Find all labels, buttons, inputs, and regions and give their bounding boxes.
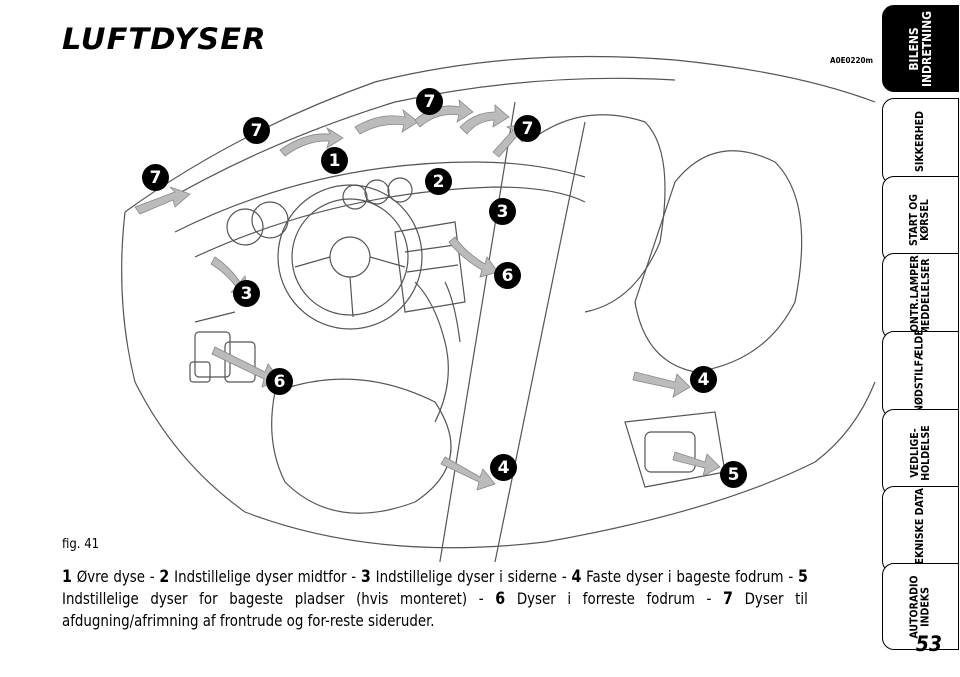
tab-label: KONTR.LAMPER MEDDELELSER [908, 254, 932, 339]
callout-3b: 3 [233, 280, 260, 307]
tab-label: TEKNISKE DATA [914, 488, 927, 571]
tab-start-og-korsel[interactable]: START OG KØRSEL [882, 176, 959, 263]
tab-bilens-indretning[interactable]: BILENS INDRETNING [882, 5, 959, 92]
callout-1: 1 [321, 147, 348, 174]
callout-5: 5 [720, 461, 747, 488]
tab-vedligeholdelse[interactable]: VEDLIGE- HOLDELSE [882, 409, 959, 496]
caption-num: 2 [159, 567, 170, 587]
tab-label: I NØDSTILFÆLDE [914, 329, 927, 420]
callout-7b: 7 [243, 117, 270, 144]
callout-3a: 3 [489, 198, 516, 225]
caption-num: 4 [571, 567, 582, 587]
caption-text: Indstillelige dyser i siderne - [370, 567, 572, 586]
callout-7a: 7 [142, 164, 169, 191]
callout-7c: 7 [416, 88, 443, 115]
caption-text: Øvre dyse - [71, 567, 160, 586]
caption-num: 5 [797, 567, 808, 587]
callout-7d: 7 [514, 115, 541, 142]
tab-label: VEDLIGE- HOLDELSE [908, 424, 932, 481]
tab-autoradio-indeks[interactable]: AUTORADIO INDEKS [882, 563, 959, 650]
tab-tekniske-data[interactable]: TEKNISKE DATA [882, 486, 959, 573]
callout-4a: 4 [690, 366, 717, 393]
caption: 1 Øvre dyse - 2 Indstillelige dyser midt… [62, 566, 808, 631]
callout-6a: 6 [494, 262, 521, 289]
caption-text: Indstillelige dyser midtfor - [169, 567, 361, 586]
caption-text: Faste dyser i bageste fodrum - [581, 567, 798, 586]
tab-label: START OG KØRSEL [908, 193, 932, 246]
tab-kontrollamper[interactable]: KONTR.LAMPER MEDDELELSER [882, 253, 959, 340]
page-number: 53 [915, 632, 942, 656]
tab-sikkerhed[interactable]: SIKKERHED [882, 98, 959, 185]
callout-2: 2 [425, 168, 452, 195]
chapter-sidebar: BILENS INDRETNING SIKKERHED START OG KØR… [882, 0, 960, 677]
caption-num: 6 [495, 589, 506, 609]
callout-6b: 6 [266, 368, 293, 395]
caption-text: Dyser i forreste fodrum - [505, 589, 724, 608]
tab-nodstilfaelde[interactable]: I NØDSTILFÆLDE [882, 329, 959, 420]
tab-label: SIKKERHED [914, 111, 926, 172]
car-interior-illustration [121, 55, 876, 562]
tab-label: AUTORADIO INDEKS [908, 574, 932, 639]
caption-num: 3 [360, 567, 371, 587]
caption-num: 1 [62, 567, 72, 587]
page-title: LUFTDYSER [62, 22, 267, 56]
caption-text: Dyser til afdugning/afrimning af frontru… [62, 589, 808, 630]
caption-text: Indstillelige dyser for bageste pladser … [62, 589, 496, 608]
figure-code: A0E0220m [830, 56, 874, 65]
caption-num: 7 [723, 589, 733, 609]
callout-4b: 4 [490, 454, 517, 481]
figure-label: fig. 41 [62, 537, 100, 552]
tab-label: BILENS INDRETNING [906, 10, 934, 87]
